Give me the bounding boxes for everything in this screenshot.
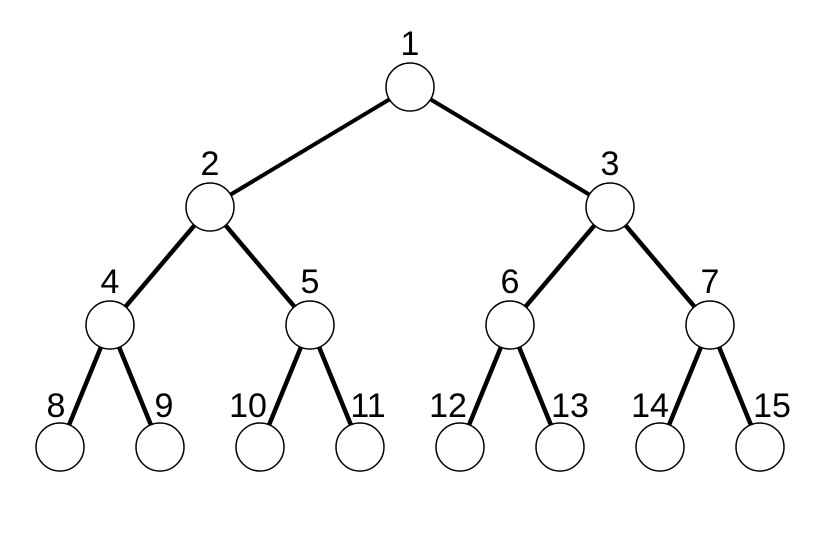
node-2: [185, 182, 235, 232]
node-label-3: 3: [601, 145, 620, 183]
node-12: [435, 422, 485, 472]
edge-1-3: [428, 97, 592, 197]
node-label-2: 2: [201, 145, 220, 183]
node-circle-7: [685, 300, 735, 350]
node-label-6: 6: [501, 263, 520, 301]
node-11: [335, 422, 385, 472]
node-circle-6: [485, 300, 535, 350]
node-label-13: 13: [551, 387, 589, 425]
node-circle-11: [335, 422, 385, 472]
node-circle-5: [285, 300, 335, 350]
edge-4-9: [116, 344, 154, 428]
node-label-7: 7: [701, 263, 720, 301]
node-label-4: 4: [101, 263, 120, 301]
node-label-8: 8: [47, 387, 66, 425]
node-circle-9: [135, 422, 185, 472]
edge-6-12: [466, 344, 504, 428]
edge-5-10: [266, 344, 304, 428]
edge-2-4: [123, 223, 197, 309]
tree-edges: [66, 97, 754, 428]
edge-6-13: [516, 344, 554, 428]
node-label-10: 10: [229, 387, 267, 425]
node-label-9: 9: [155, 387, 174, 425]
node-label-12: 12: [429, 387, 467, 425]
node-7: [685, 300, 735, 350]
node-label-14: 14: [631, 387, 669, 425]
tree-nodes: [35, 62, 785, 472]
edge-3-6: [523, 223, 597, 309]
edge-3-7: [623, 223, 697, 309]
node-circle-14: [635, 422, 685, 472]
node-circle-13: [535, 422, 585, 472]
node-9: [135, 422, 185, 472]
node-circle-4: [85, 300, 135, 350]
edge-1-2: [228, 97, 392, 197]
node-6: [485, 300, 535, 350]
node-8: [35, 422, 85, 472]
edge-2-5: [223, 223, 297, 309]
node-1: [385, 62, 435, 112]
node-circle-3: [585, 182, 635, 232]
node-label-1: 1: [401, 25, 420, 63]
edge-4-8: [66, 344, 104, 428]
edge-5-11: [316, 344, 354, 428]
node-13: [535, 422, 585, 472]
node-label-11: 11: [350, 387, 385, 425]
node-circle-8: [35, 422, 85, 472]
node-circle-1: [385, 62, 435, 112]
node-circle-10: [235, 422, 285, 472]
node-label-15: 15: [753, 387, 791, 425]
node-15: [735, 422, 785, 472]
node-10: [235, 422, 285, 472]
node-label-5: 5: [301, 263, 320, 301]
edge-7-14: [666, 344, 704, 428]
node-circle-15: [735, 422, 785, 472]
node-4: [85, 300, 135, 350]
node-14: [635, 422, 685, 472]
node-5: [285, 300, 335, 350]
node-3: [585, 182, 635, 232]
node-circle-12: [435, 422, 485, 472]
node-circle-2: [185, 182, 235, 232]
edge-7-15: [716, 344, 754, 428]
